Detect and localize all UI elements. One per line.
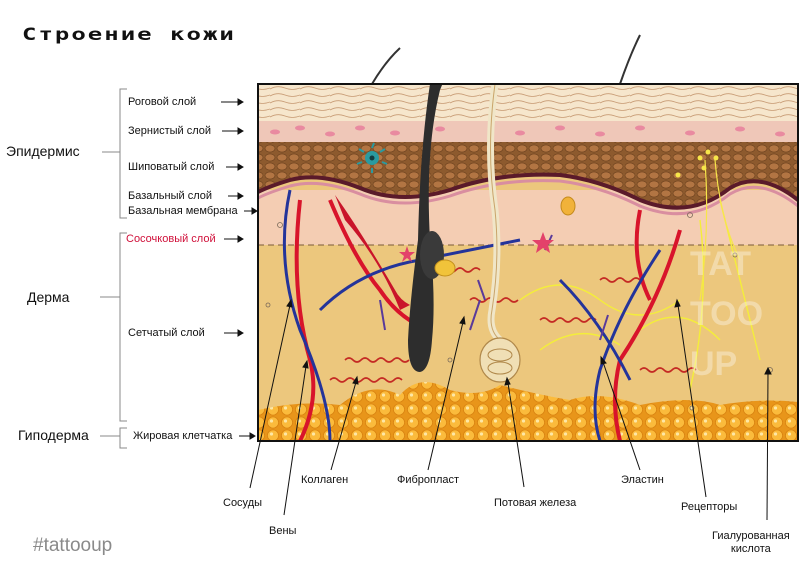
hair-strand xyxy=(371,47,401,85)
hypodermis-fat xyxy=(258,382,798,441)
group-label-epidermis: Эпидермис xyxy=(6,143,80,159)
group-label-hypodermis: Гиподерма xyxy=(18,427,89,443)
diagram-title: Строение кожи xyxy=(22,24,236,45)
cross-section-frame xyxy=(257,83,799,442)
layer-label-papillary: Сосочковый слой xyxy=(126,233,216,245)
stratum-granulosum xyxy=(258,120,798,142)
callout-receptors: Рецепторы xyxy=(681,501,738,513)
sweat-gland-coil xyxy=(479,337,521,383)
layer-label-stratum-spinosum: Шиповатый слой xyxy=(128,161,215,173)
hair-strand xyxy=(619,34,641,85)
sebaceous-gland xyxy=(434,259,456,277)
basement-membrane xyxy=(258,172,798,210)
callout-hyaluronic-line1: Гиалурованная xyxy=(712,530,790,542)
receptor-endings xyxy=(675,149,719,178)
layer-brackets xyxy=(100,88,127,449)
layer-label-fat: Жировая клетчатка xyxy=(133,430,233,442)
svg-text:TOO: TOO xyxy=(690,295,763,333)
svg-text:UP: UP xyxy=(690,345,737,383)
hashtag-label: #tattooup xyxy=(33,535,113,556)
receptor-nerves xyxy=(699,159,741,301)
callout-pointers xyxy=(249,298,772,521)
layer-label-stratum-corneum: Роговой слой xyxy=(128,96,197,108)
callout-sweat-gland: Потовая железа xyxy=(494,497,577,509)
hair-shaft xyxy=(408,84,443,372)
layer-label-basement-membrane: Базальная мембрана xyxy=(128,205,238,217)
elastin-fibers xyxy=(519,199,761,391)
watermark: TAT TOO UP xyxy=(690,245,763,383)
langerhans-cell-icon xyxy=(356,142,388,173)
callout-elastin: Эластин xyxy=(621,474,664,486)
callout-vessels: Сосуды xyxy=(223,497,263,509)
hyaluronic-dots xyxy=(265,212,773,411)
callout-collagen: Коллаген xyxy=(301,474,349,486)
layer-label-reticular: Сетчатый слой xyxy=(128,327,205,339)
layer-label-stratum-granulosum: Зернистый слой xyxy=(128,125,212,137)
callout-fibroblast: Фибропласт xyxy=(397,474,460,486)
watermark-text: TAT xyxy=(690,245,751,283)
layer-label-stratum-basale: Базальный слой xyxy=(128,190,213,202)
group-label-dermis: Дерма xyxy=(27,289,70,305)
stratum-corneum xyxy=(258,84,798,121)
layer-arrows xyxy=(221,98,258,440)
callout-hyaluronic-acid: Гиалурованная кислота xyxy=(712,530,790,556)
star-cells xyxy=(399,232,554,262)
callout-hyaluronic-line2: кислота xyxy=(730,543,771,555)
callout-veins: Вены xyxy=(269,525,297,537)
